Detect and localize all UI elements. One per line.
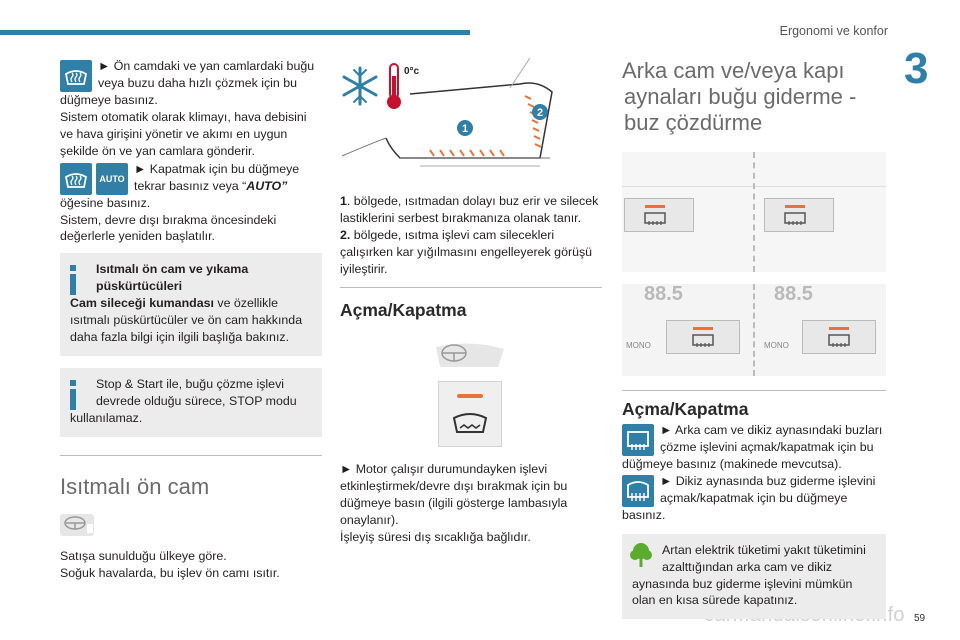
para3-line2: tekrar basınız veya “AUTO” — [134, 178, 288, 193]
display-readout-right: 88.5 — [774, 283, 813, 305]
rear-window-icon — [692, 334, 714, 347]
snowflake-icon — [342, 66, 378, 106]
mirror-demist-icon — [622, 474, 654, 507]
para3-rest: öğesine basınız. — [60, 195, 151, 210]
mono-label-left: MONO — [626, 341, 651, 350]
column-1: ► Ön camdaki ve yan camlardaki buğu veya… — [60, 58, 322, 581]
front-demist-icon — [452, 413, 488, 434]
column-3: Arka cam ve/veya kapı aynaları buğu gide… — [622, 58, 886, 620]
para1-rest: düğmeye basınız. — [60, 93, 158, 107]
mono-label-right: MONO — [764, 341, 789, 350]
steering-wheel-icon — [436, 343, 504, 368]
rear-p1-rest: düğmeye basınız (makinede mevcutsa). — [622, 456, 842, 471]
rear-p2-line1: ► Dikiz aynasında buz giderme işlevini — [660, 473, 876, 488]
marker-1: 1 — [462, 123, 468, 135]
para1-line1: ► Ön camdaki ve yan camlardaki buğu — [98, 59, 315, 73]
eco-line1: Artan elektrik tüketimi yakıt tüketimini — [662, 542, 866, 557]
mirror-demist-button[interactable] — [764, 198, 834, 232]
thermometer-icon — [387, 63, 401, 109]
info1-text: Cam sileceği kumandası ve özellikle ısıt… — [70, 296, 303, 344]
info-icon — [70, 379, 76, 410]
para6: Soğuk havalarda, bu işlev ön camı ısıtır… — [60, 565, 280, 580]
heading-heated-windscreen: Isıtmalı ön cam — [60, 473, 210, 499]
page-number: 59 — [914, 613, 926, 624]
para3-line1: ► Kapatmak için bu düğmeye — [134, 161, 300, 176]
info2-line2: devrede olduğu sürece, STOP modu — [96, 393, 297, 408]
info2-rest: kullanılamaz. — [70, 410, 143, 425]
chapter-number: 3 — [904, 44, 929, 93]
heading-on-off-rear: Açma/Kapatma — [622, 399, 749, 419]
zone1-text: 1. bölgede, ısıtmadan dolayı buz erir ve… — [340, 193, 599, 225]
para-on-off: ► Motor çalışır durumundayken işlevi etk… — [340, 462, 568, 528]
rear-demist-button[interactable] — [624, 198, 694, 232]
heated-windscreen-illustration: 0°c 1 2 — [341, 57, 553, 167]
info1-title-line1: Isıtmalı ön cam ve yıkama — [96, 262, 249, 277]
para1-line2: veya buzu daha hızlı çözmek için bu — [98, 75, 298, 90]
mirror-demist-button-lower[interactable] — [802, 320, 876, 354]
marker-2: 2 — [537, 107, 543, 119]
para2: Sistem otomatik olarak klimayı, hava deb… — [60, 109, 307, 158]
front-demist-icon — [60, 60, 92, 92]
header-title: Ergonomi ve konfor — [779, 24, 888, 38]
front-demist-icon — [60, 162, 92, 195]
rear-window-demist-icon — [622, 423, 654, 456]
control-panel-photo-top — [622, 152, 886, 272]
eco-line2: azalttığından arka cam ve dikiz — [662, 559, 833, 574]
auto-icon: AUTO — [96, 162, 128, 195]
info-box-heated-washers: Isıtmalı ön cam ve yıkama püskürtücüleri… — [60, 253, 322, 356]
display-readout-left: 88.5 — [644, 283, 683, 305]
mirror-defrost-icon — [828, 334, 850, 347]
para4: Sistem, devre dışı bırakma öncesindeki d… — [60, 212, 277, 244]
rear-p2-rest: basınız. — [622, 507, 666, 522]
heading-rear-line2: aynaları buğu giderme - — [624, 84, 857, 109]
info1-title-line2: püskürtücüleri — [96, 279, 183, 294]
indicator-lamp — [457, 394, 483, 399]
eco-rest: aynasında buz giderme işlevini mümkün ol… — [632, 576, 853, 608]
eco-tree-icon — [630, 542, 652, 567]
eco-info-box: Artan elektrik tüketimi yakıt tüketimini… — [622, 533, 886, 620]
divider — [340, 287, 602, 289]
header-bar — [0, 30, 470, 35]
rear-p2-line2: açmak/kapatmak için bu düğmeye — [660, 490, 848, 505]
mirror-defrost-icon — [784, 212, 806, 225]
rear-p1-line1: ► Arka cam ve dikiz aynasındaki buzları — [660, 422, 883, 437]
heading-rear-line3: buz çözdürme — [624, 110, 763, 135]
temperature-label: 0°c — [404, 66, 420, 77]
rear-p1-line2: çözme işlevini açmak/kapatmak için bu — [660, 439, 874, 454]
steering-wheel-icon — [60, 513, 94, 536]
heading-on-off: Açma/Kapatma — [340, 300, 467, 321]
info-icon — [70, 265, 76, 296]
heading-rear-line1: Arka cam ve/veya kapı — [622, 58, 845, 83]
rear-window-icon — [644, 212, 666, 225]
para-duration: İşleyiş süresi dış sıcaklığa bağlıdır. — [340, 529, 531, 544]
heated-windscreen-button[interactable] — [438, 381, 502, 448]
rear-demist-button-lower[interactable] — [666, 320, 740, 354]
para5: Satışa sunulduğu ülkeye göre. — [60, 548, 227, 563]
divider — [622, 390, 886, 391]
info-box-stop-start: Stop & Start ile, buğu çözme işlevi devr… — [60, 367, 322, 437]
divider — [60, 454, 322, 456]
column-2: 0°c 1 2 1. bölgede, ısıtmadan dolayı buz… — [340, 57, 602, 546]
zone2-text: 2. bölgede, ısıtma işlevi cam silecekler… — [340, 227, 593, 276]
control-panel-photo-bottom: 88.5 88.5 MONO MONO — [622, 284, 886, 376]
info2-line1: Stop & Start ile, buğu çözme işlevi — [96, 376, 285, 391]
